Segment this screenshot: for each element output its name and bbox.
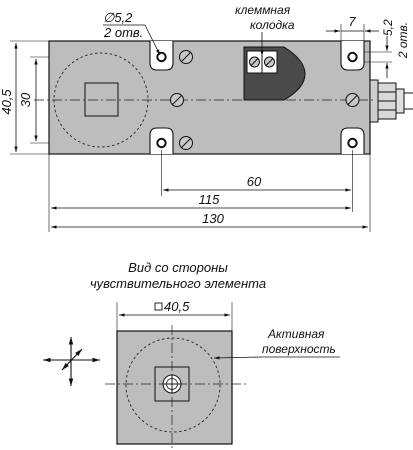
cable-gland	[369, 79, 413, 123]
active-surface-label-line2: поверхность	[262, 342, 336, 356]
sensor-housing	[48, 40, 371, 155]
dim-height-mounting: 30	[18, 92, 33, 107]
active-surface-outline	[125, 337, 221, 433]
cover-screw-bottom	[179, 136, 193, 150]
mounting-slot-bottom-left	[149, 127, 174, 154]
square-symbol	[154, 302, 163, 311]
dim-right-hole-count: 2 отв.	[396, 22, 410, 59]
terminal-block-label-line1: клеммная	[235, 3, 291, 17]
front-view-title-line2: чувствительного элемента	[90, 276, 266, 291]
mounting-slot-top-right	[340, 41, 365, 71]
mounting-slot-top-left	[149, 41, 174, 71]
dim-slot-width: 7	[348, 14, 356, 29]
front-view: Вид со стороны чувствительного элемента …	[43, 260, 340, 450]
hole-leader	[144, 24, 161, 56]
terminal-block-label-line2: колодка	[250, 18, 295, 32]
hole-dimension-label: ∅5,2	[103, 10, 133, 25]
dim-right-hole: 5,2	[381, 19, 395, 36]
approach-direction-arrows	[43, 337, 100, 386]
cover-screw-right	[345, 93, 360, 107]
active-surface-label-line1: Активная	[267, 327, 325, 341]
mounting-slot-bottom-right	[340, 127, 365, 154]
side-view: 40,5 30 ∅5,2 2 отв. клеммная колодка 7 5…	[0, 3, 413, 232]
dim-mounting-length: 115	[199, 192, 220, 207]
cover-screw-top	[179, 50, 193, 64]
dim-height-overall: 40,5	[0, 89, 14, 115]
dim-square: 40,5	[164, 299, 190, 314]
front-view-title-line1: Вид со стороны	[128, 260, 228, 275]
dim-hole-spacing: 60	[247, 174, 262, 189]
sensing-element-core	[84, 82, 119, 117]
cover-screw-middle	[170, 93, 184, 107]
dim-overall-length: 130	[202, 211, 224, 226]
active-surface-leader	[213, 356, 263, 360]
hole-count-label: 2 отв.	[103, 25, 143, 40]
